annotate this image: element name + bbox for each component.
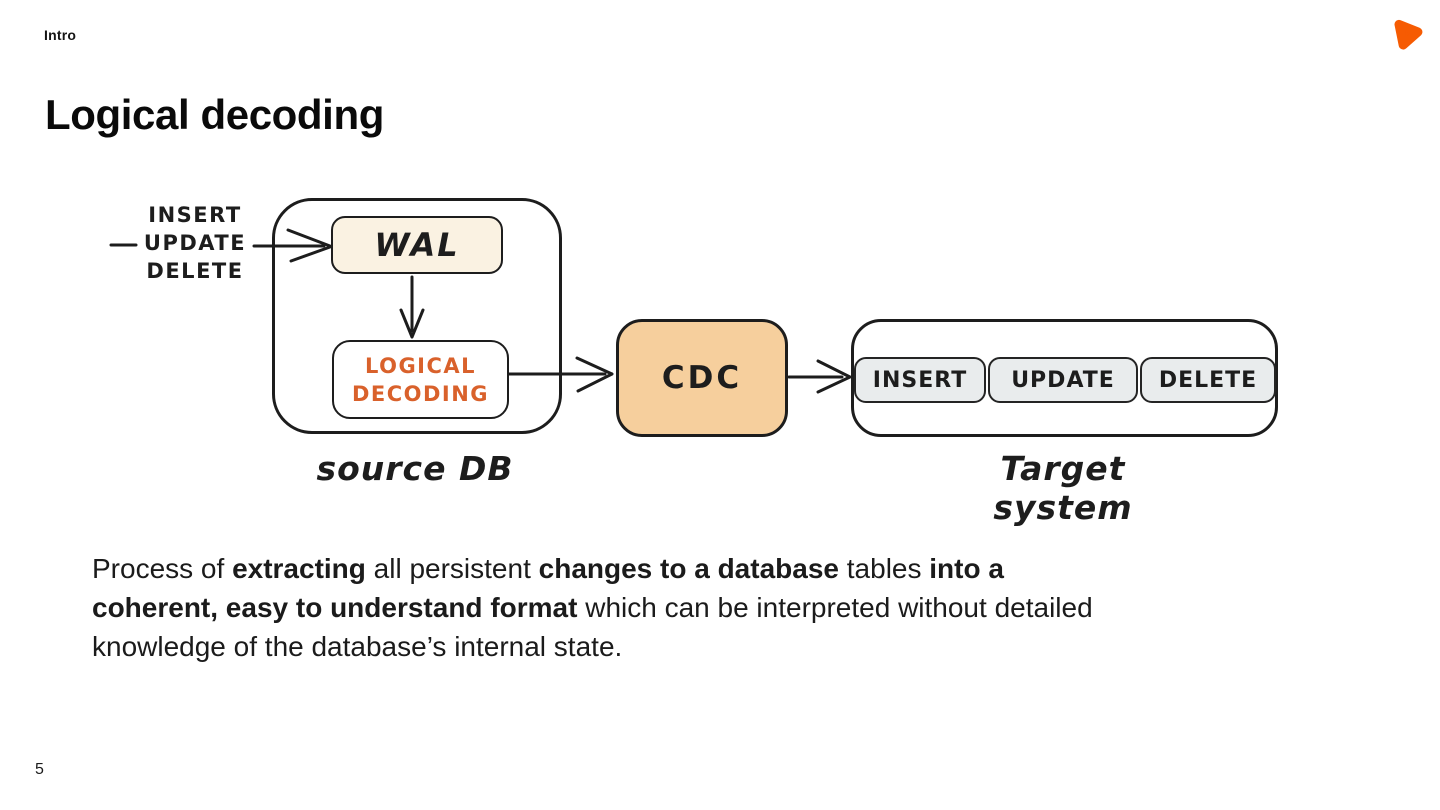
- paragraph-line-1: Process of extracting all persistent cha…: [92, 549, 1302, 588]
- cdc-label: CDC: [661, 360, 743, 396]
- target-system-caption: Target system: [993, 449, 1133, 527]
- logical-decoding-label-line2: DECODING: [351, 381, 490, 406]
- text-segment: Process of: [92, 553, 233, 584]
- cdc-box: CDC: [616, 319, 788, 437]
- page-number: 5: [35, 761, 44, 778]
- target-op-delete-box: DELETE: [1140, 357, 1276, 403]
- arrow-cdc-to-target: [787, 359, 852, 394]
- text-segment-bold: into a: [929, 553, 1004, 584]
- text-segment: tables: [838, 553, 930, 584]
- description-paragraph: Process of extracting all persistent cha…: [92, 549, 1302, 666]
- target-op-update-box: UPDATE: [988, 357, 1138, 403]
- paragraph-line-3: knowledge of the database’s internal sta…: [92, 627, 1302, 666]
- company-logo-icon: [1394, 19, 1423, 50]
- target-op-insert-label: INSERT: [872, 367, 968, 393]
- logical-decoding-label-line1: LOGICAL: [364, 353, 477, 378]
- wal-label: WAL: [374, 226, 460, 264]
- input-op-delete: DELETE: [146, 259, 244, 283]
- text-segment: which can be interpreted without detaile…: [577, 592, 1093, 623]
- paragraph-line-2: coherent, easy to understand format whic…: [92, 588, 1302, 627]
- input-op-update: UPDATE: [143, 231, 247, 255]
- text-segment-bold: coherent, easy to understand format: [92, 592, 578, 623]
- breadcrumb-section-label: Intro: [44, 27, 77, 43]
- input-op-insert: INSERT: [148, 203, 242, 227]
- text-segment: knowledge of the database’s internal sta…: [92, 631, 623, 662]
- target-op-delete-label: DELETE: [1158, 367, 1258, 393]
- page-title: Logical decoding: [45, 91, 384, 138]
- text-segment-bold: changes to a database: [538, 553, 839, 584]
- target-op-insert-box: INSERT: [854, 357, 986, 403]
- wal-box: WAL: [331, 216, 503, 274]
- input-operations-list: INSERT UPDATE DELETE: [118, 201, 272, 285]
- text-segment: all persistent: [365, 553, 539, 584]
- text-segment-bold: extracting: [232, 553, 366, 584]
- logical-decoding-box: LOGICAL DECODING: [332, 340, 509, 419]
- source-db-caption: source DB: [316, 449, 514, 488]
- target-op-update-label: UPDATE: [1011, 367, 1115, 393]
